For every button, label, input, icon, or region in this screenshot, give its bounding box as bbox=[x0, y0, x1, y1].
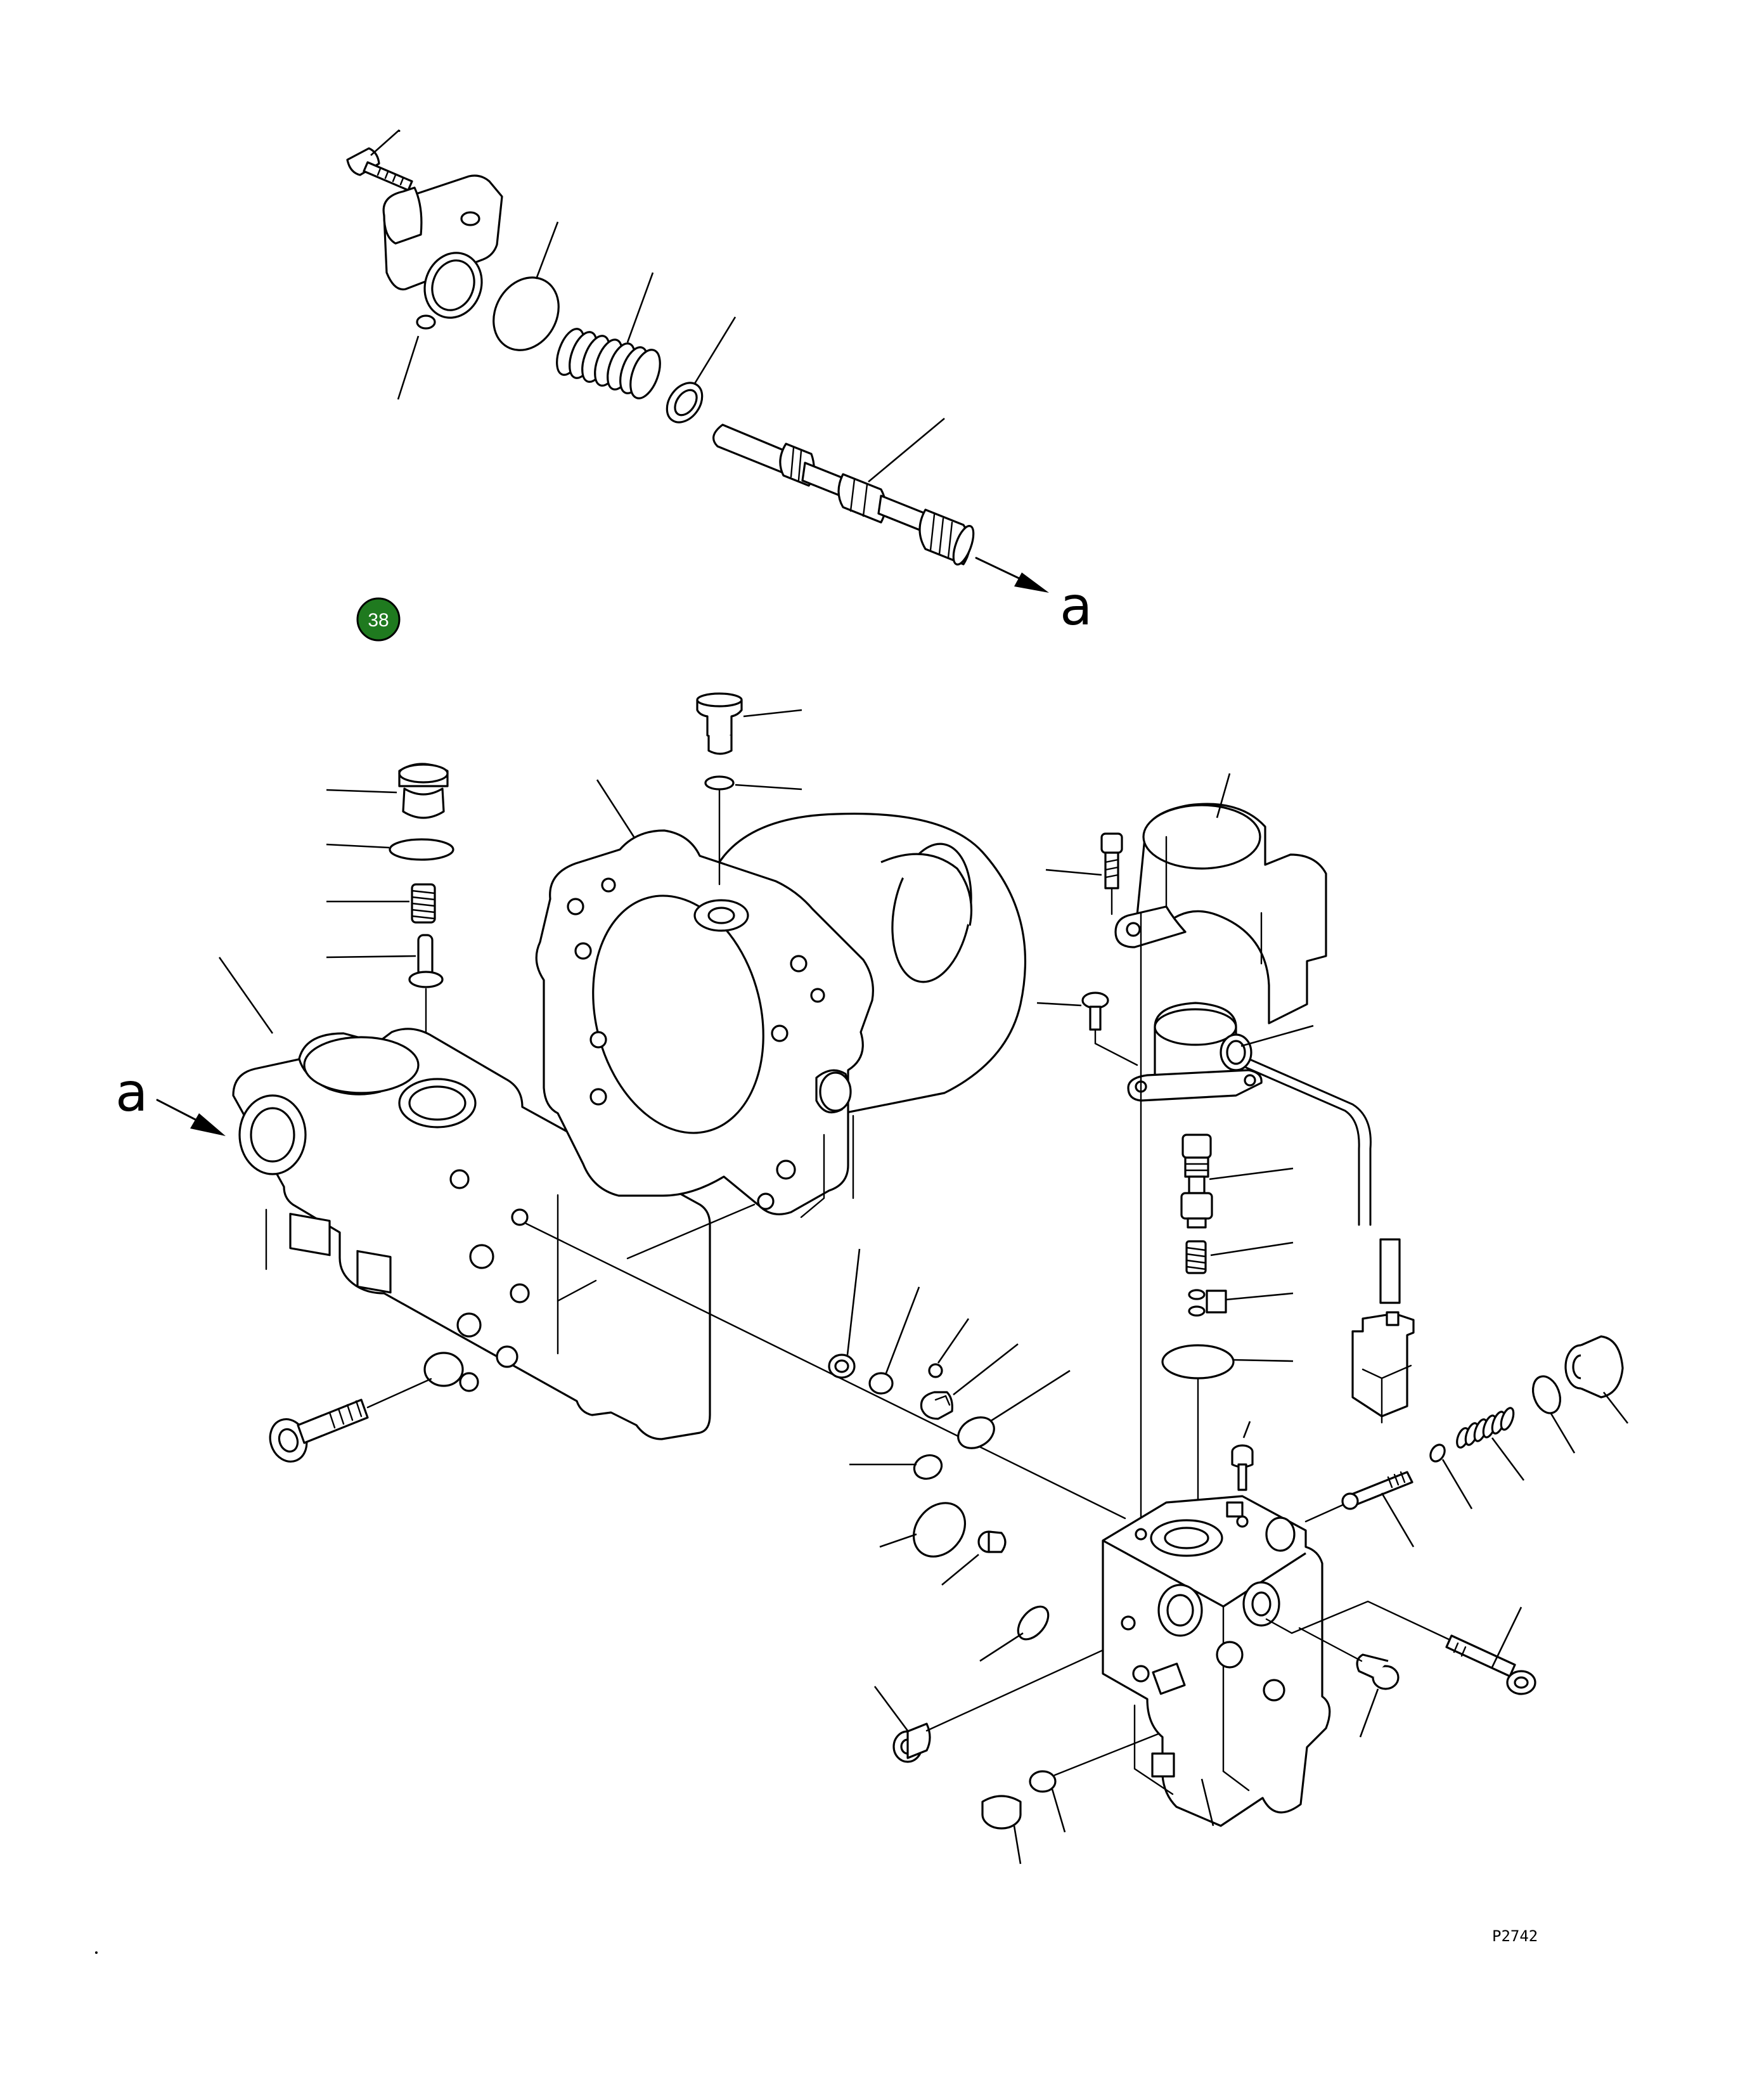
leader-top-spool bbox=[868, 418, 945, 482]
valve-top-bolt bbox=[1231, 1444, 1254, 1491]
small-check-seat bbox=[920, 1391, 953, 1420]
valve-block bbox=[1102, 1495, 1331, 1827]
valve-right-bolt bbox=[1445, 1634, 1536, 1695]
small-disc-1 bbox=[868, 1372, 894, 1395]
valve-o-ring bbox=[912, 1502, 967, 1558]
solenoid-cover-bolt bbox=[1100, 832, 1123, 889]
leader-solenoid-cover bbox=[1216, 773, 1231, 818]
arrow-line-to-a bbox=[975, 557, 1028, 583]
callout-number: 38 bbox=[368, 610, 389, 631]
valve-disc-bottom bbox=[1029, 1770, 1057, 1793]
left-cover-bolt bbox=[269, 1399, 369, 1463]
top-spool bbox=[712, 423, 975, 566]
valve-plug-left-bottom bbox=[892, 1722, 931, 1763]
top-spring bbox=[556, 328, 661, 399]
axis-line-left-to-valve bbox=[525, 1222, 1126, 1520]
left-spring bbox=[411, 883, 436, 924]
leader-top-bolt bbox=[370, 129, 400, 156]
solenoid-screw bbox=[1081, 992, 1109, 1031]
arrow-head-from-a bbox=[190, 1113, 226, 1136]
right-plug bbox=[1564, 1335, 1624, 1399]
leader-top-ring bbox=[693, 316, 737, 384]
solenoid-spring bbox=[1185, 1240, 1207, 1274]
solenoid-cover bbox=[1114, 803, 1327, 1024]
small-disc-2 bbox=[957, 1416, 995, 1449]
left-end-cover bbox=[232, 1028, 711, 1440]
right-spring bbox=[1456, 1407, 1515, 1449]
top-cover-bolt bbox=[346, 147, 413, 191]
reference-letter-a-left: a bbox=[115, 1061, 148, 1123]
reference-letter-a-top: a bbox=[1060, 575, 1092, 637]
center-housing bbox=[535, 812, 1027, 1218]
callout-badge[interactable]: 38 bbox=[356, 597, 401, 642]
left-plug bbox=[398, 763, 449, 819]
left-plug-stack bbox=[326, 763, 454, 1117]
left-o-ring bbox=[389, 838, 454, 861]
solenoid-o-ring bbox=[1161, 1344, 1235, 1380]
small-disc-3 bbox=[913, 1454, 943, 1480]
housing-top-plug bbox=[696, 692, 743, 755]
leader-top-o-ring bbox=[535, 221, 559, 280]
valve-right-plug bbox=[1356, 1653, 1400, 1690]
right-disc bbox=[1531, 1375, 1562, 1414]
leader-left-cover bbox=[218, 957, 274, 1034]
leader-top-flange bbox=[397, 335, 420, 400]
leader-top-spring bbox=[626, 272, 654, 343]
valve-disc-4 bbox=[1017, 1605, 1050, 1641]
solenoid-small-ring bbox=[1188, 1289, 1227, 1317]
top-ring bbox=[666, 382, 704, 423]
drawing-code: P2742 bbox=[1492, 1927, 1538, 1945]
small-plug-1 bbox=[828, 1354, 856, 1379]
arrow-head-to-a bbox=[1014, 572, 1049, 593]
top-flange-cover bbox=[382, 174, 503, 330]
leader-center-housing bbox=[596, 779, 635, 837]
leader-solenoid-body bbox=[1240, 1024, 1314, 1047]
top-o-ring bbox=[493, 276, 560, 351]
right-small-ring bbox=[1429, 1444, 1446, 1463]
solenoid-connector bbox=[1351, 1238, 1415, 1424]
stray-dot bbox=[95, 1951, 98, 1954]
housing-top-o-ring bbox=[704, 775, 735, 791]
left-pin bbox=[408, 934, 444, 988]
right-pin bbox=[1341, 1471, 1413, 1510]
top-spool-assembly: a bbox=[346, 129, 1092, 637]
valve-plug-small bbox=[977, 1530, 1007, 1553]
valve-plug-bottom bbox=[981, 1795, 1022, 1830]
small-ball bbox=[928, 1363, 943, 1378]
solenoid-body bbox=[1127, 1002, 1372, 1226]
solenoid-valve-spool bbox=[1180, 1134, 1213, 1229]
arrow-line-from-a bbox=[156, 1099, 204, 1125]
leader-valve-block bbox=[1201, 1778, 1214, 1826]
